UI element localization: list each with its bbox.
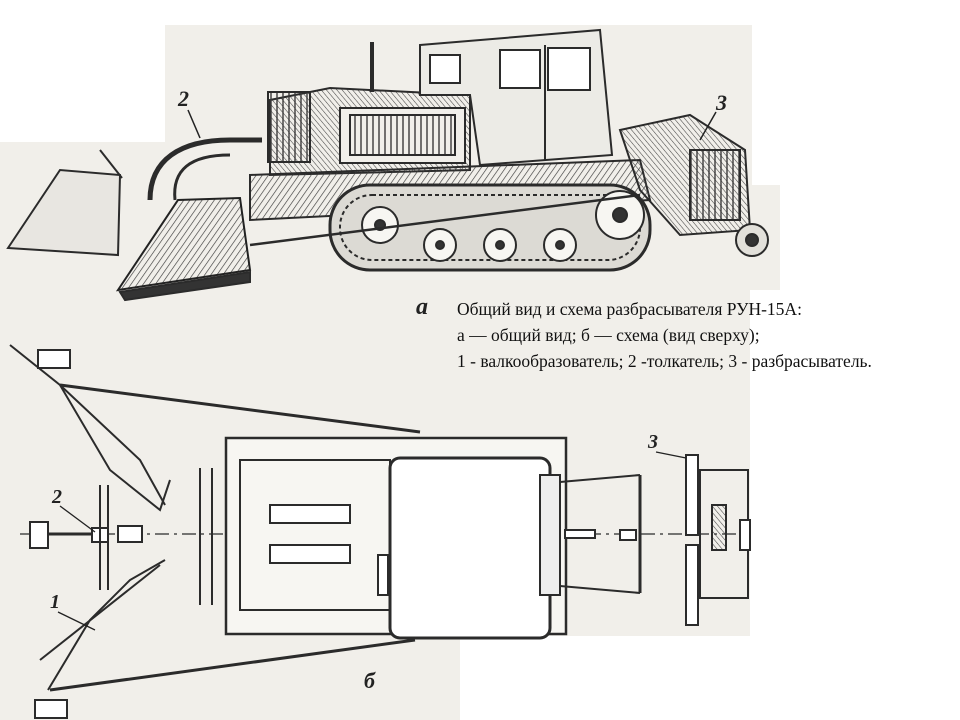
cab-top — [388, 456, 552, 640]
callouts-side: 2 3 а — [177, 86, 727, 320]
pusher-arm — [147, 137, 262, 201]
callout-3-top: 3 — [647, 431, 658, 453]
beam-top — [59, 383, 421, 434]
view-label-b: б — [364, 668, 376, 693]
callout-3: 3 — [715, 90, 727, 115]
caption-legend-parts: 1 - валкообразователь; 2 -толкатель; 3 -… — [457, 351, 872, 371]
callout-2: 2 — [177, 86, 189, 111]
callout-1: 1 — [50, 591, 60, 613]
view-label-a: а — [416, 294, 428, 320]
caption-legend-views: а — общий вид; б — схема (вид сверху); — [457, 325, 760, 345]
side-view-tractor — [6, 28, 769, 302]
former-wing-bottom — [47, 559, 166, 691]
top-view-schematic — [9, 344, 751, 719]
callout-2-top: 2 — [51, 486, 62, 508]
caption: Общий вид и схема разбрасывателя РУН-15А… — [457, 296, 947, 374]
caption-title: Общий вид и схема разбрасывателя РУН-15А… — [457, 299, 802, 319]
beam-bottom — [49, 638, 416, 692]
callouts-top: 2 1 3 б — [50, 431, 687, 693]
spreader-top — [685, 454, 699, 536]
